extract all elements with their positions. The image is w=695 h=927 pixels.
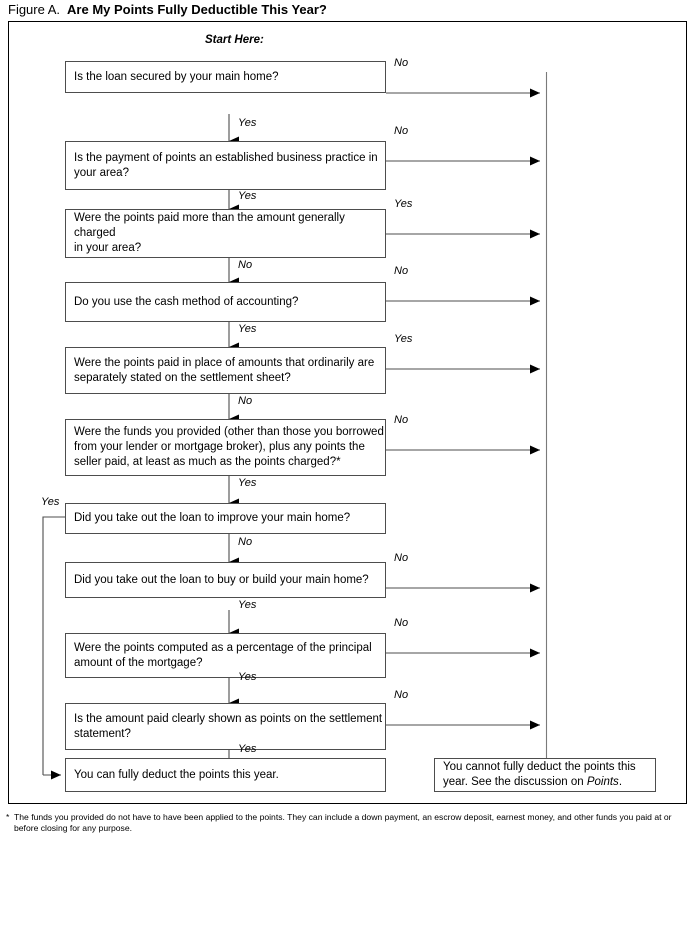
node-outcome-deductible[interactable]: You can fully deduct the points this yea… [65, 758, 386, 792]
edge-label-q6-no: No [394, 414, 409, 426]
flowchart-frame: Start Here: Is the loan secured by your … [8, 21, 687, 804]
footnote: * The funds you provided do not have to … [6, 812, 692, 834]
edge-label-q9-no: No [394, 617, 409, 629]
node-q3-text: Were the points paid more than the amoun… [74, 212, 345, 254]
node-q5-separately-stated[interactable]: Were the points paid in place of amounts… [65, 347, 386, 394]
figure-label: Figure A. [8, 2, 61, 17]
footnote-text: The funds you provided do not have to ha… [14, 812, 672, 833]
node-q7-text: Did you take out the loan to improve you… [74, 512, 351, 524]
edge-label-q10-no: No [394, 689, 409, 701]
edge-label-q9-yes: Yes [238, 671, 257, 683]
edge-label-q4-yes: Yes [238, 323, 257, 335]
node-q6-funds-provided[interactable]: Were the funds you provided (other than … [65, 419, 386, 476]
node-q4-text: Do you use the cash method of accounting… [74, 295, 299, 308]
node-q2-text: Is the payment of points an established … [74, 151, 378, 179]
edge-label-q8-yes: Yes [238, 599, 257, 611]
node-outcome-not-deductible-text: You cannot fully deduct the points this … [443, 760, 655, 790]
edge-label-q5-no: No [238, 395, 253, 407]
node-q6-text: Were the funds you provided (other than … [74, 426, 384, 468]
edge-label-q7-no: No [238, 536, 253, 548]
not-deductible-line2: year. See the discussion on [443, 776, 587, 788]
edge-label-q7-yes: Yes [41, 496, 60, 508]
node-q3-points-more-than-charged[interactable]: Were the points paid more than the amoun… [65, 209, 386, 258]
not-deductible-line1: You cannot fully deduct the points this [443, 761, 636, 773]
edge-label-q6-yes: Yes [238, 477, 257, 489]
start-here-label: Start Here: [205, 34, 264, 46]
footnote-marker: * [6, 812, 10, 822]
edge-label-q3-yes: Yes [394, 198, 413, 210]
edge-label-q2-yes: Yes [238, 190, 257, 202]
node-q9-text: Were the points computed as a percentage… [74, 641, 372, 669]
edge-label-q3-no: No [238, 259, 253, 271]
edge-label-q5-yes: Yes [394, 333, 413, 345]
figure-title: Figure A. Are My Points Fully Deductible … [8, 1, 688, 19]
node-outcome-deductible-text: You can fully deduct the points this yea… [74, 768, 279, 781]
node-q1-text: Is the loan secured by your main home? [74, 70, 279, 83]
node-q9-percentage-of-principal[interactable]: Were the points computed as a percentage… [65, 633, 386, 678]
node-q8-text: Did you take out the loan to buy or buil… [74, 573, 369, 586]
not-deductible-period: . [618, 776, 623, 788]
edge-label-q4-no: No [394, 265, 409, 277]
flowchart-canvas: Start Here: Is the loan secured by your … [9, 22, 686, 803]
edge-label-q1-no: No [394, 57, 409, 69]
node-q4-cash-method[interactable]: Do you use the cash method of accounting… [65, 282, 386, 322]
node-q10-amount-clearly-shown[interactable]: Is the amount paid clearly shown as poin… [65, 703, 386, 750]
points-reference: Points [586, 776, 619, 788]
node-q10-text: Is the amount paid clearly shown as poin… [74, 712, 383, 740]
node-q2-business-practice[interactable]: Is the payment of points an established … [65, 141, 386, 190]
edge-label-q10-yes: Yes [238, 743, 257, 755]
edge-label-q1-yes: Yes [238, 117, 257, 129]
flowchart-connectors [42, 72, 557, 780]
node-q5-text: Were the points paid in place of amounts… [74, 356, 375, 384]
node-q8-buy-or-build[interactable]: Did you take out the loan to buy or buil… [65, 562, 386, 598]
figure-heading: Are My Points Fully Deductible This Year… [67, 2, 327, 17]
edge-label-q2-no: No [394, 125, 409, 137]
node-outcome-not-deductible[interactable]: You cannot fully deduct the points this … [434, 758, 656, 792]
node-q1-loan-secured[interactable]: Is the loan secured by your main home? [65, 61, 386, 93]
node-q7-improve-main-home[interactable]: Did you take out the loan to improve you… [65, 503, 386, 534]
edge-label-q8-no: No [394, 552, 409, 564]
